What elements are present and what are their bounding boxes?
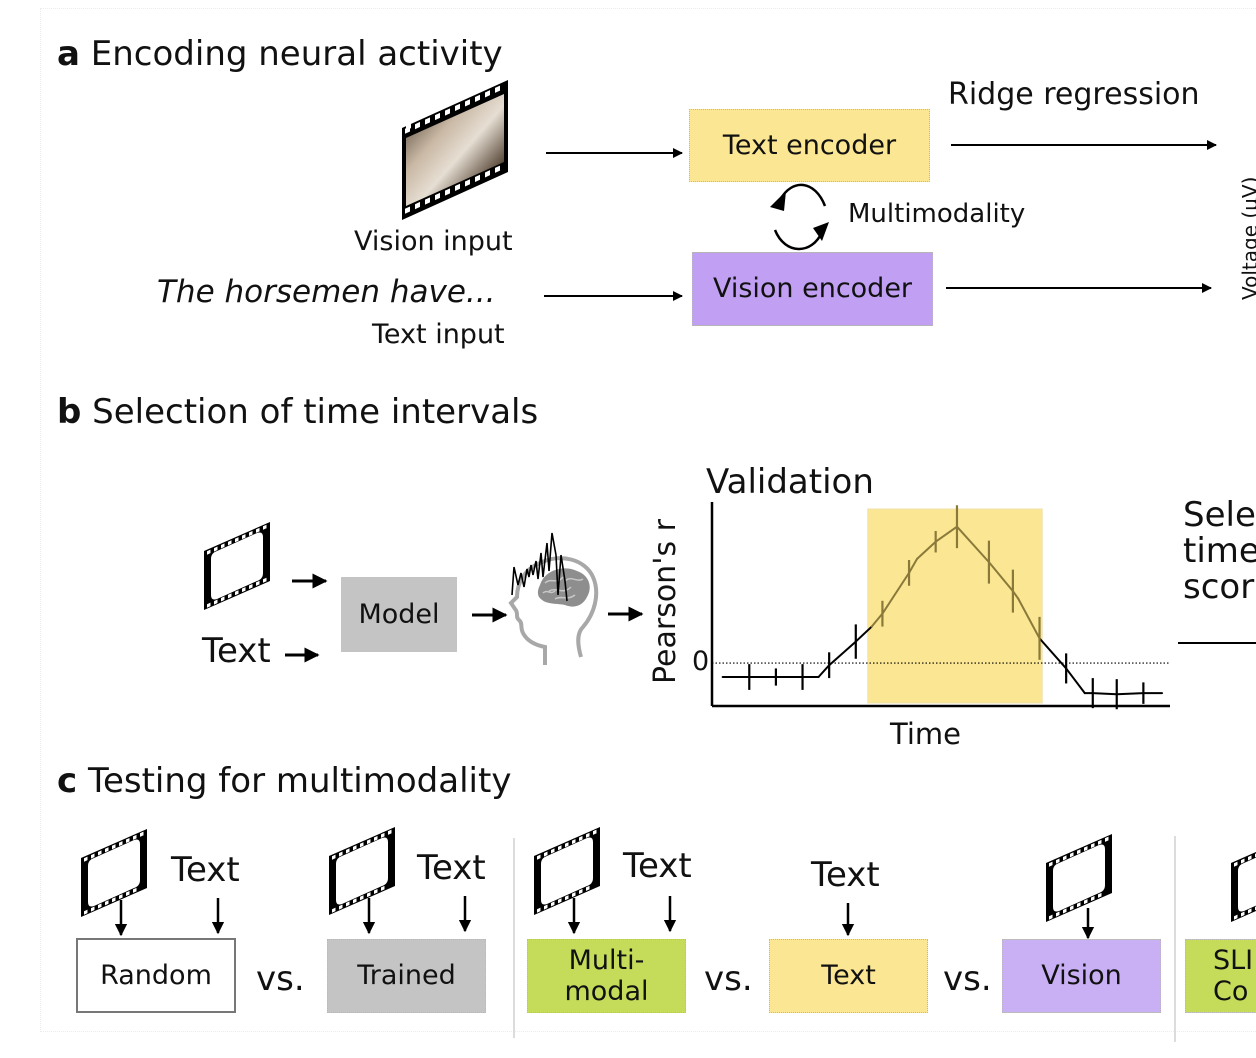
multimodality-label: Multimodality <box>848 199 1026 229</box>
series-segment <box>916 540 937 560</box>
vision-input-label: Vision input <box>354 226 513 257</box>
group-divider-1 <box>513 838 515 1038</box>
series-segment <box>987 561 1014 593</box>
brain-head-icon <box>508 532 599 665</box>
series-segment <box>854 625 873 643</box>
vision-encoder-box: Vision encoder <box>692 252 933 326</box>
multimodal-box: Multi- modal <box>527 939 686 1013</box>
cycle-arrowhead-bottom <box>813 222 829 241</box>
section-a-heading: Encoding neural activity <box>90 34 503 74</box>
chart-title: Validation <box>706 462 874 502</box>
text-label-text-only: Text <box>811 855 880 895</box>
section-c-letter: c <box>57 761 78 801</box>
vision-only-label: Vision <box>1041 960 1122 992</box>
text-encoder-box: Text encoder <box>689 109 930 182</box>
cycle-arrowhead-top <box>770 191 786 211</box>
vs-label-1: vs. <box>256 959 305 999</box>
trained-label: Trained <box>357 960 456 992</box>
section-b-title: b Selection of time intervals <box>57 395 538 429</box>
series-segment <box>1091 692 1118 696</box>
section-a-letter: a <box>57 34 80 74</box>
chart-xlabel: Time <box>890 717 961 751</box>
film-strip-photo-icon <box>402 80 508 220</box>
selection-line-3: scor <box>1183 567 1255 608</box>
slip-label-line1: SLI <box>1213 944 1254 976</box>
ridge-regression-label: Ridge regression <box>948 77 1200 112</box>
text-input-b: Text <box>202 631 271 671</box>
text-only-label: Text <box>821 960 876 992</box>
series-segment <box>870 612 884 628</box>
figure-frame <box>40 8 1256 1032</box>
film-strip-icon <box>204 522 270 610</box>
selection-line-1: Sele <box>1183 495 1256 535</box>
series-segment <box>1065 667 1086 695</box>
model-box: Model <box>341 577 457 652</box>
multimodal-label-line1: Multi- <box>568 944 645 976</box>
eeg-signal <box>511 532 568 602</box>
series-segment <box>881 571 911 615</box>
text-label-random: Text <box>171 850 240 890</box>
vs-label-2: vs. <box>704 959 753 999</box>
multimodal-label-line2: modal <box>564 976 649 1007</box>
text-label-multimodal: Text <box>623 846 692 886</box>
vs-label-3: vs. <box>943 959 992 999</box>
series-segment <box>1038 637 1068 670</box>
chart-zero-tick: 0 <box>692 646 710 677</box>
slip-box-partial: SLI Co <box>1185 939 1256 1013</box>
text-only-box: Text <box>769 939 928 1013</box>
text-encoder-label: Text encoder <box>722 129 897 161</box>
series-segment <box>908 557 919 574</box>
section-c-title: c Testing for multimodality <box>57 764 511 798</box>
section-a-title: a Encoding neural activity <box>57 37 503 71</box>
text-label-trained: Text <box>417 848 486 888</box>
series-segment <box>934 525 958 543</box>
random-box: Random <box>76 938 236 1013</box>
section-b-heading: Selection of time intervals <box>92 392 539 432</box>
group-divider-2 <box>1174 836 1176 1042</box>
selection-line-2: time <box>1183 531 1256 572</box>
section-c-heading: Testing for multimodality <box>87 761 512 801</box>
random-label: Random <box>100 959 212 991</box>
model-label: Model <box>358 598 440 630</box>
series-segment <box>955 525 990 564</box>
film-holes-top <box>405 85 500 214</box>
slip-label-line2: Co <box>1213 976 1249 1007</box>
cycle-arrow-bottom <box>773 229 824 251</box>
vision-encoder-label: Vision encoder <box>712 273 913 305</box>
section-b-letter: b <box>57 392 82 432</box>
trained-box: Trained <box>327 939 486 1013</box>
series-segment <box>828 640 857 667</box>
series-segment <box>1017 597 1041 640</box>
text-input-label: Text input <box>372 319 505 350</box>
vision-only-box: Vision <box>1002 939 1161 1013</box>
series-segment <box>1115 692 1145 696</box>
text-input-example: The horsemen have... <box>157 274 496 310</box>
series-segment <box>817 664 831 679</box>
selection-label-partial: Sele time scor <box>1183 497 1256 605</box>
